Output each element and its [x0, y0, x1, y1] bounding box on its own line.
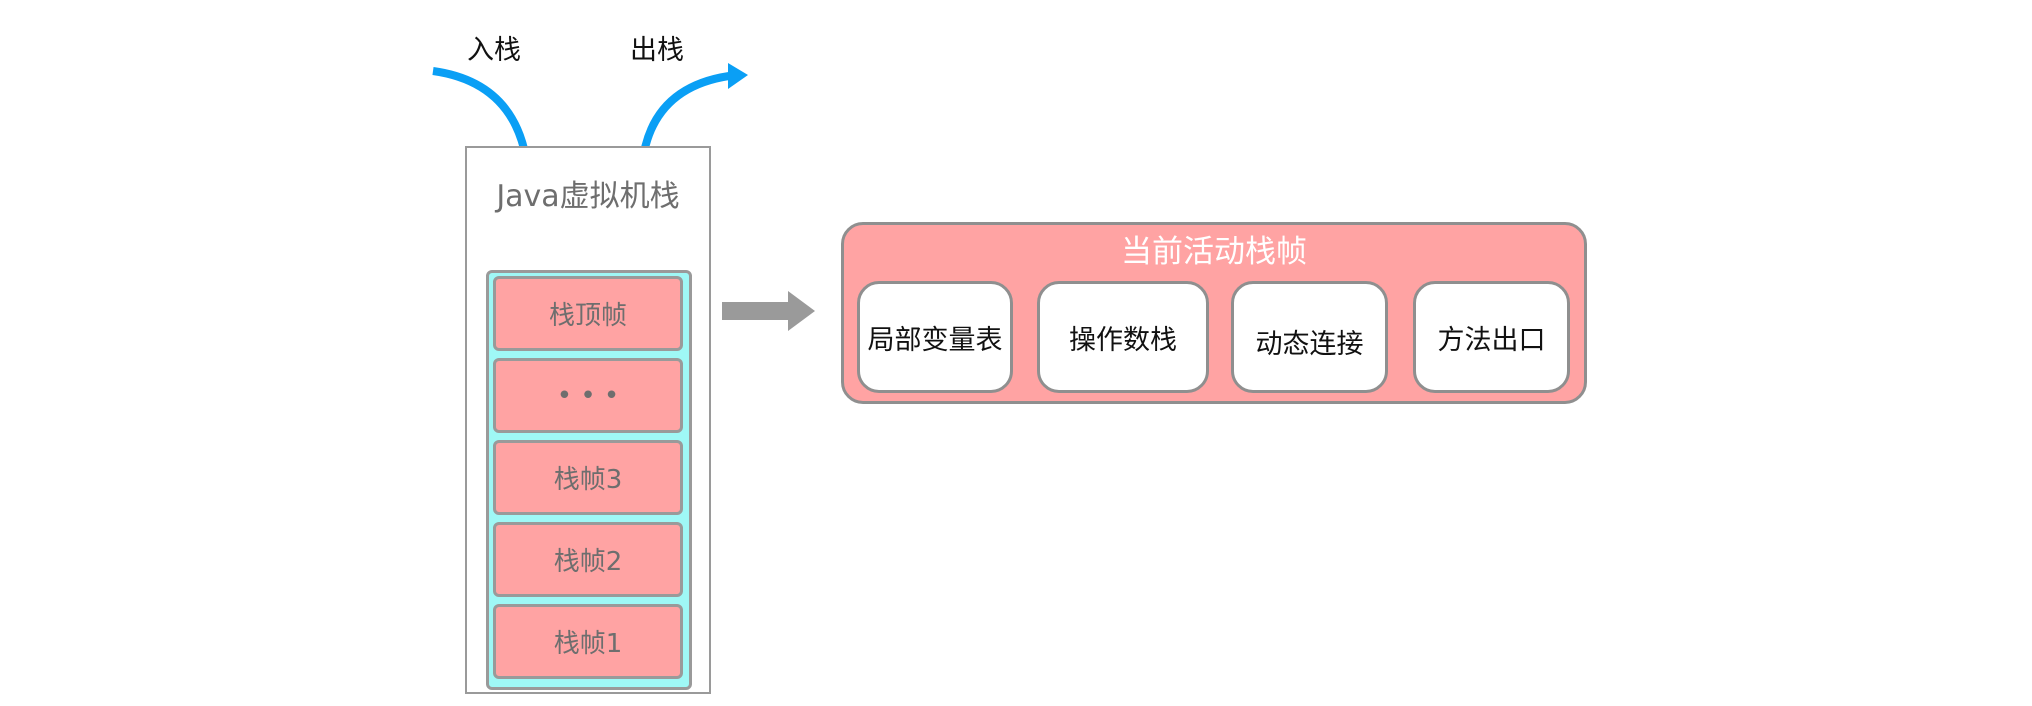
stack-frame-3: 栈帧3	[493, 440, 683, 515]
stack-frame-ellipsis: • • •	[493, 358, 683, 433]
stack-frame-1: 栈帧1	[493, 604, 683, 679]
pop-label: 出栈	[630, 35, 684, 66]
method-return: 方法出口	[1413, 281, 1570, 393]
stack-frame-top: 栈顶帧	[493, 276, 683, 351]
jvm-stack-title: Java虚拟机栈	[496, 179, 680, 214]
active-frame-title: 当前活动栈帧	[1121, 234, 1307, 270]
push-arrow	[432, 67, 530, 159]
pop-arrowhead	[728, 63, 748, 89]
local-variable-table: 局部变量表	[857, 281, 1013, 393]
expand-arrow-icon	[722, 291, 815, 331]
operand-stack: 操作数栈	[1037, 281, 1209, 393]
dynamic-linking: 动态连接	[1231, 281, 1388, 393]
push-label: 入栈	[467, 35, 521, 66]
stack-frame-2: 栈帧2	[493, 522, 683, 597]
